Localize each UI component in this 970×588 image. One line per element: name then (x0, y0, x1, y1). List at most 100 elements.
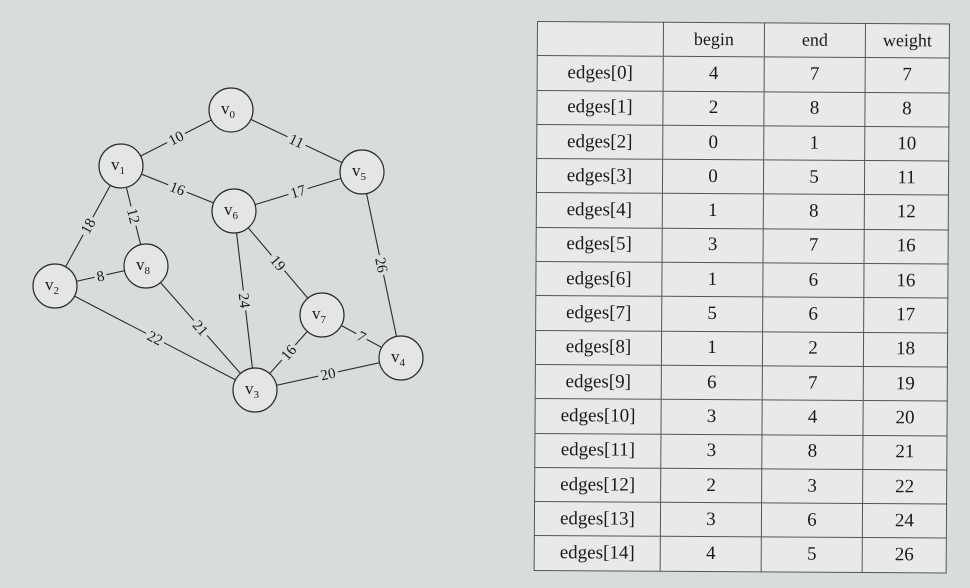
edge-weight-background (165, 177, 190, 200)
edge-weight-text: 26 (371, 256, 390, 274)
edge-weight-label: 20 (316, 364, 340, 385)
edge-weight-background (275, 339, 302, 366)
edge-weight-text: 18 (78, 216, 99, 237)
node-circle (123, 243, 169, 289)
edge-weight-background (371, 253, 392, 277)
table-cell-edge: edges[14] (534, 535, 661, 572)
graph-node: v5 (339, 149, 385, 195)
table-header-weight: weight (865, 23, 950, 59)
edge-weight-label: 12 (123, 204, 144, 228)
graph-node: v8 (123, 243, 169, 289)
node-label-subscript: 2 (54, 285, 60, 297)
table-cell-weight: 20 (862, 400, 948, 436)
node-circle (211, 188, 257, 234)
edge-weight-background (352, 326, 371, 347)
table-cell-edge: edges[8] (535, 330, 662, 366)
edge-weight-text: 17 (289, 182, 308, 202)
table-cell-end: 4 (761, 400, 864, 436)
edge-weight-background (284, 129, 309, 153)
table-cell-weight: 21 (862, 435, 947, 470)
table-cell-begin: 4 (660, 536, 762, 572)
node-label: v3 (245, 379, 260, 401)
node-circle (339, 149, 385, 195)
table-cell-edge: edges[12] (534, 467, 661, 503)
table-cell-end: 5 (763, 160, 865, 195)
table-cell-end: 3 (761, 468, 863, 504)
edge-weight-text: 20 (319, 366, 337, 385)
node-label-prefix: v (136, 255, 145, 274)
table-cell-begin: 3 (660, 399, 763, 435)
table-cell-edge: edges[13] (534, 501, 661, 537)
edge-weight-background (316, 364, 340, 384)
table-cell-weight: 12 (864, 194, 949, 230)
table-header-row: begin end weight (537, 21, 950, 59)
table-cell-end: 7 (763, 228, 865, 264)
table-header-end: end (764, 22, 866, 58)
edge-weight-background (286, 180, 310, 203)
edge-weight-text: 8 (95, 268, 106, 285)
edge-weight-text: 22 (144, 328, 165, 349)
node-label: v6 (224, 200, 239, 222)
edge-weight-text: 11 (286, 132, 306, 153)
edge-weight-label: 7 (352, 326, 371, 347)
node-circle (98, 143, 144, 189)
edge-weight-label: 18 (76, 213, 100, 239)
table-cell-end: 6 (762, 297, 864, 333)
table-cell-end: 6 (762, 262, 865, 298)
edge-weight-label: 22 (142, 326, 168, 350)
node-circle (299, 292, 345, 338)
table-cell-begin: 0 (662, 125, 764, 161)
graph-node: v6 (211, 188, 257, 234)
table-header-corner (537, 21, 664, 57)
table-cell-weight: 22 (862, 469, 947, 505)
table-cell-weight: 24 (862, 503, 947, 539)
table-cell-begin: 1 (661, 262, 764, 298)
node-label-subscript: 0 (230, 109, 236, 121)
node-label-subscript: 7 (321, 314, 327, 326)
table-cell-edge: edges[1] (536, 90, 664, 126)
node-circle (208, 87, 254, 133)
edge-weight-label: 17 (286, 180, 310, 203)
table-cell-weight: 16 (864, 229, 949, 265)
node-label: v1 (111, 155, 125, 177)
table-cell-weight: 17 (863, 297, 948, 333)
node-label-subscript: 4 (400, 357, 406, 369)
table-cell-end: 6 (761, 503, 863, 538)
node-label-prefix: v (245, 379, 254, 398)
edge-weight-background (123, 204, 144, 228)
edge-weight-text: 16 (167, 179, 187, 200)
node-label-prefix: v (45, 275, 54, 294)
table-cell-weight: 16 (863, 263, 949, 299)
node-label-subscript: 3 (254, 389, 260, 401)
edge-weight-label: 8 (92, 266, 109, 286)
edge-weight-label: 24 (235, 289, 254, 312)
graph-node: v1 (98, 143, 144, 189)
graph-node: v3 (232, 367, 278, 413)
table-cell-weight: 10 (864, 126, 949, 162)
table-cell-begin: 1 (662, 193, 764, 229)
edge-weight-background (76, 213, 100, 239)
table-cell-end: 8 (763, 91, 866, 127)
node-label-subscript: 8 (145, 265, 151, 277)
graph-node: v2 (32, 263, 78, 309)
node-label-prefix: v (221, 99, 230, 118)
table-cell-begin: 2 (660, 468, 762, 504)
node-label-prefix: v (312, 304, 321, 323)
table-cell-end: 2 (762, 331, 864, 367)
table-cell-begin: 4 (663, 56, 765, 92)
edge-weight-label: 11 (284, 129, 309, 153)
table-cell-begin: 2 (662, 90, 765, 126)
node-circle (378, 335, 424, 381)
table-cell-weight: 7 (865, 57, 950, 93)
